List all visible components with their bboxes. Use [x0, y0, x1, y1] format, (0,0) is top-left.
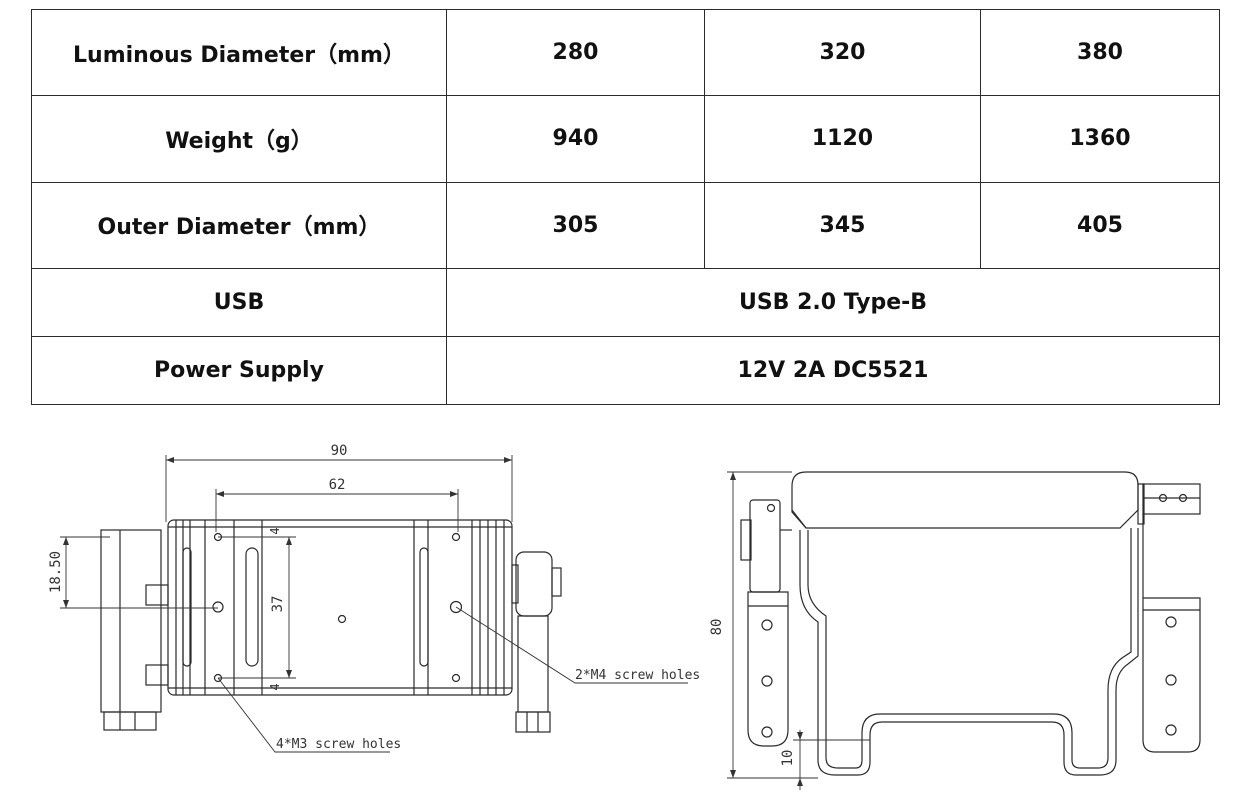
- cell-value: 405: [980, 181, 1220, 269]
- dim-bottom-margin: 4: [268, 683, 282, 690]
- cell-value: 320: [704, 8, 981, 97]
- dim-side-bottom: 10: [780, 750, 796, 767]
- row-label: Outer Diameter（mm）: [31, 181, 447, 269]
- dim-side-height: 80: [709, 619, 725, 636]
- cell-value-merged: 12V 2A DC5521: [446, 335, 1220, 406]
- dim-hole-spacing: 62: [329, 477, 346, 493]
- cell-value: 280: [446, 8, 705, 97]
- left-bracket-plate: [747, 591, 789, 747]
- dim-overall-width: 90: [331, 443, 348, 459]
- u-frame: [799, 528, 1139, 776]
- dim-top-margin: 4: [268, 527, 282, 534]
- table-row-power-supply: Power Supply 12V 2A DC5521: [31, 335, 1220, 406]
- front-view-drawing: 90 62 37 18.50 4 4 2*M4 screw holes 4*M3…: [48, 443, 700, 753]
- table-row-usb: USB USB 2.0 Type-B: [31, 267, 1220, 337]
- row-label: USB: [31, 267, 447, 337]
- cell-value: 305: [446, 181, 705, 269]
- dim-hole-height: 37: [270, 596, 286, 613]
- row-label: Luminous Diameter（mm）: [31, 8, 447, 97]
- cell-value: 1360: [980, 95, 1220, 183]
- table-row-weight: Weight（g） 940 1120 1360: [31, 95, 1220, 183]
- side-view-drawing: 80 10: [709, 471, 1201, 790]
- dim-left-offset: 18.50: [48, 551, 64, 593]
- right-bracket: [515, 551, 553, 617]
- cell-value: 345: [704, 181, 981, 269]
- callout-m3-screw-holes: 4*M3 screw holes: [276, 737, 401, 752]
- callout-m4-screw-holes: 2*M4 screw holes: [575, 668, 700, 683]
- main-body: [167, 519, 513, 696]
- top-housing: [791, 471, 1139, 529]
- spec-table: Luminous Diameter（mm） 280 320 380 Weight…: [31, 8, 1220, 406]
- right-bracket-plate: [1142, 597, 1201, 753]
- table-row-outer-diameter: Outer Diameter（mm） 305 345 405: [31, 181, 1220, 269]
- cell-value: 940: [446, 95, 705, 183]
